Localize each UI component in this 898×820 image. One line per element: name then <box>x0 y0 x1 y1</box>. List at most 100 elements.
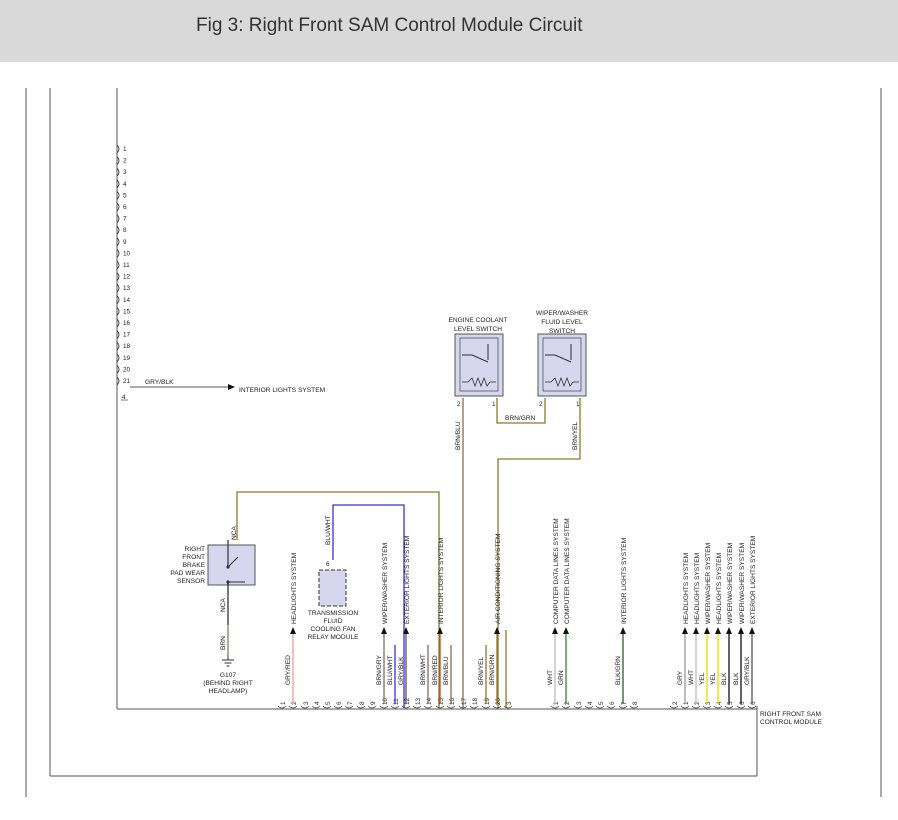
relay-label-4: RELAY MODULE <box>307 634 359 641</box>
sam-pin-number: 7 <box>347 701 354 705</box>
pin-bracket-icon <box>116 365 120 374</box>
pin-bracket-icon <box>116 237 120 247</box>
sam-pin-number: 4 <box>314 701 321 705</box>
ground-label-2: (BEHIND RIGHT <box>203 680 252 687</box>
connector-number: 4 <box>122 394 126 401</box>
arrow-up-icon <box>552 627 558 634</box>
sam-pin-number: 6 <box>739 701 746 705</box>
pin-bracket-icon <box>116 376 120 386</box>
sam-pin-number: 6 <box>609 701 616 705</box>
left-connector-pin: 20 <box>123 366 131 373</box>
sam-pin-number: 3 <box>506 701 513 705</box>
sam-pin-wire-label: BRN/RED <box>432 655 439 685</box>
pin-bracket-icon <box>669 705 679 709</box>
coolant-pin-2: 2 <box>457 401 461 408</box>
pin-bracket-icon <box>116 202 120 212</box>
pin-bracket-icon <box>573 705 583 709</box>
sam-pin-system-label: HEADLIGHTS SYSTEM <box>716 553 723 624</box>
washer-switch-label-2: FLUID LEVEL <box>541 319 583 326</box>
ground-g107: G107 (BEHIND RIGHT HEADLAMP) <box>203 655 253 695</box>
left-connector-pin: 13 <box>123 285 131 292</box>
pin-bracket-icon <box>595 705 605 709</box>
sam-pin-system-label: EXTERIOR LIGHTS SYSTEM <box>750 536 757 624</box>
left-connector-pin: 4 <box>123 181 127 188</box>
washer-switch-label-1: WIPER/WASHER <box>536 310 588 317</box>
pin-bracket-icon <box>116 283 120 293</box>
pin-bracket-icon <box>322 705 332 709</box>
pin-bracket-icon <box>618 705 628 709</box>
sam-pin-number: 18 <box>472 697 479 705</box>
coolant-level-switch: ENGINE COOLANT LEVEL SWITCH 2 1 <box>449 317 508 408</box>
sam-pin-wire-label: GRY/RED <box>285 655 292 685</box>
arrow-up-icon <box>693 627 699 634</box>
left-connector-pin: 14 <box>123 297 131 304</box>
sam-pin-number: 5 <box>598 701 605 705</box>
brake-pad-wear-sensor: NCA NCA BRN RIGHT FRONT BRAKE PAD WEAR S… <box>170 491 440 708</box>
sam-pin-number: 8 <box>632 701 639 705</box>
sensor-terminal-bottom: NCA <box>220 597 227 612</box>
pin-bracket-icon <box>116 225 120 235</box>
sam-pin-wire-label: BRN/YEL <box>478 656 485 685</box>
pin-bracket-icon <box>379 705 389 709</box>
sensor-label-2: FRONT <box>182 554 205 561</box>
left-connector-pin: 8 <box>123 227 127 234</box>
pin-bracket-icon <box>724 705 734 709</box>
arrow-up-icon <box>494 627 500 634</box>
sam-pin-system-label: INTERIOR LIGHTS SYSTEM <box>621 538 628 624</box>
pin-bracket-icon <box>344 705 354 709</box>
arrow-up-icon <box>704 627 710 634</box>
washer-fluid-level-switch: WIPER/WASHER FLUID LEVEL SWITCH 2 1 <box>536 310 588 408</box>
sam-pin-number: 5 <box>325 701 332 705</box>
pin-bracket-icon <box>311 705 321 709</box>
sam-pin-system-label: WIPER/WASHER SYSTEM <box>739 543 746 624</box>
sam-pin-number: 3 <box>576 701 583 705</box>
relay-label-3: COOLING FAN <box>310 626 355 633</box>
pin-bracket-icon <box>116 191 120 200</box>
pin-bracket-icon <box>713 705 723 709</box>
sam-pin-number: 13 <box>415 697 422 705</box>
sam-pin-wire-label: YEL <box>699 672 706 685</box>
left-connector-pin: 7 <box>123 216 127 223</box>
arrow-right-icon <box>228 384 235 390</box>
pin-bracket-icon <box>446 705 456 709</box>
pin-bracket-icon <box>691 705 701 709</box>
sensor-wire-brn: BRN <box>220 636 227 650</box>
sensor-label-1: RIGHT <box>184 546 205 553</box>
sam-pin-number: 3 <box>303 701 310 705</box>
sam-pin-number: 9 <box>370 701 377 705</box>
switch-wires <box>462 398 581 708</box>
transmission-fluid-relay-module: BLU/WHT 6 TRANSMISSION FLUID COOLING FAN… <box>307 504 405 708</box>
pin-bracket-icon <box>116 249 120 258</box>
sam-pin-number: 6 <box>336 701 343 705</box>
sam-pin-number: 19 <box>484 697 491 705</box>
sam-pin-number: 12 <box>404 697 411 705</box>
sam-pin-wire-label: BRN/BLU <box>443 656 450 685</box>
ground-label-1: G107 <box>220 672 236 679</box>
sam-pin-wire-label: BLK <box>721 672 728 685</box>
left-connector-pin: 17 <box>123 332 131 339</box>
sam-pin-wire-label: BRN/GRN <box>489 654 496 685</box>
pin-bracket-icon <box>116 353 120 363</box>
sam-pin-number: 4 <box>587 701 594 705</box>
ground-label-3: HEADLAMP) <box>209 688 247 695</box>
left-connector-pin: 1 <box>123 146 127 153</box>
pin-bracket-icon <box>492 705 502 709</box>
sam-pin-wire-label: WHT <box>547 670 554 685</box>
sam-pin-wire-label: BLU/WHT <box>387 655 394 685</box>
sam-pin-number: 20 <box>495 697 502 705</box>
sam-pin-number: 7 <box>621 701 628 705</box>
sam-pin-number: 2 <box>291 701 298 705</box>
sam-pin-wire-label: GRN <box>558 670 565 685</box>
sam-pin-number: 2 <box>672 701 679 705</box>
arrow-up-icon <box>437 627 443 634</box>
pin-bracket-icon <box>458 705 468 709</box>
arrow-up-icon <box>403 627 409 634</box>
sam-pin-wire-label: GRY/BLK <box>744 656 751 685</box>
pin-bracket-icon <box>116 272 120 281</box>
left-connector-pin: 10 <box>123 250 131 257</box>
sam-pin-number: 1 <box>280 701 287 705</box>
sam-pin-system-label: INTERIOR LIGHTS SYSTEM <box>438 538 445 624</box>
pin-bracket-icon <box>736 705 746 709</box>
sam-pin-system-label: EXTERIOR LIGHTS SYSTEM <box>404 536 411 624</box>
sam-pin-system-label: HEADLIGHTS SYSTEM <box>694 553 701 624</box>
